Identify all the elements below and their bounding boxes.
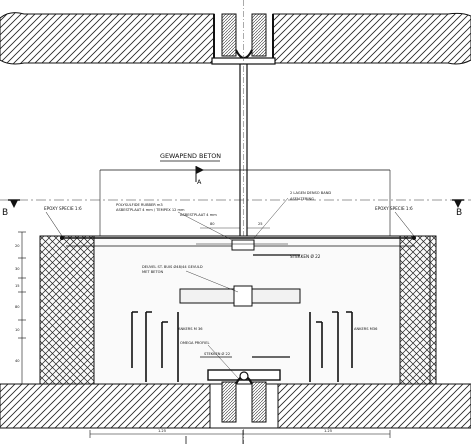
section-a-label: A bbox=[197, 178, 202, 186]
section-b-left: B bbox=[2, 208, 8, 218]
denso-band-label: 2 LAGEN DENSO BAND bbox=[290, 191, 331, 195]
dowel-center bbox=[233, 285, 253, 307]
concrete-body bbox=[39, 235, 431, 385]
dim-side-0: 20 bbox=[15, 244, 20, 248]
gewapend-beton-label: GEWAPEND BETON bbox=[160, 152, 221, 160]
dim-side-1: 30 bbox=[15, 267, 20, 271]
top-wall-section bbox=[0, 12, 471, 65]
main-section bbox=[0, 235, 471, 429]
epoxy-left-label: EPOXY SPECIE 1:6 bbox=[44, 206, 82, 211]
top-omega-profile bbox=[235, 49, 253, 59]
asfaltering-label: ASFALTERING bbox=[290, 197, 314, 201]
anchor-right-2 bbox=[316, 321, 323, 368]
gewapend-beton-callout: GEWAPEND BETON A bbox=[99, 152, 391, 236]
top-wall-left bbox=[0, 12, 215, 65]
dim-side-2: 15 bbox=[15, 284, 20, 288]
asbestplaat-label-1: ASBESTPLAAT 4 mm / TEMPEX 12 mm bbox=[116, 208, 185, 212]
section-b-right: B bbox=[456, 208, 462, 218]
bottom-seal-right bbox=[251, 381, 267, 423]
deuvel-label-2: MET BETON bbox=[142, 270, 163, 274]
epoxy-right-dot bbox=[412, 236, 416, 240]
dim-125-left: 1.25 bbox=[158, 429, 166, 433]
dim-125-right: 1.25 bbox=[324, 429, 332, 433]
dim-side-4: 10 bbox=[15, 328, 20, 332]
dim-side-3: 80 bbox=[15, 305, 20, 309]
polysulfide-label: POLYSULFIDE RUBBER m3 bbox=[116, 203, 163, 207]
bottom-void bbox=[209, 383, 279, 429]
deuvel-label-1: DEUVEL ST. BUIS Ø48/44 GEVULD bbox=[142, 264, 203, 269]
top-joint-seal-left bbox=[221, 13, 237, 57]
ankers-right-label: ANKERS M36 bbox=[354, 327, 378, 331]
anchor-left-2 bbox=[145, 311, 152, 382]
section-line-b: B B bbox=[0, 199, 471, 218]
dim-80-label: 80 bbox=[210, 222, 215, 226]
bottom-dimension-chain: 1.25 1.25 bbox=[89, 429, 391, 444]
epoxy-right-label: EPOXY SPECIE 1:6 bbox=[375, 206, 413, 211]
left-side-wall bbox=[39, 235, 95, 385]
top-wall-right bbox=[272, 12, 471, 65]
stekken-bottom-label: STEKKEN Ø 22 bbox=[204, 351, 230, 356]
labels: EPOXY SPECIE 1:6 EPOXY SPECIE 1:6 POLYSU… bbox=[44, 191, 415, 379]
anchor-left-1 bbox=[131, 311, 138, 368]
omega-label: OMEGA PROFIEL bbox=[180, 341, 209, 345]
anchor-left-3 bbox=[161, 321, 168, 368]
top-joint-seal-right bbox=[251, 13, 267, 57]
right-side-wall bbox=[399, 235, 437, 385]
ankers-left-label: ANKERS M 36 bbox=[178, 327, 203, 331]
dim-25-label: 25 bbox=[258, 222, 263, 226]
epoxy-left-dot bbox=[60, 236, 64, 240]
stekken-top-label: STEKKEN Ø 22 bbox=[290, 254, 321, 259]
anchor-right-3 bbox=[332, 311, 339, 382]
left-dimension-chain: 20 30 15 80 10 40 bbox=[15, 231, 26, 385]
anchor-right-4 bbox=[346, 311, 353, 368]
dim-side-5: 40 bbox=[15, 359, 20, 363]
joint-gap-block bbox=[231, 239, 255, 251]
asbestplaat-label-2: ASBESTPLAAT 4 mm bbox=[180, 213, 217, 217]
bottom-seal-left bbox=[221, 381, 237, 423]
